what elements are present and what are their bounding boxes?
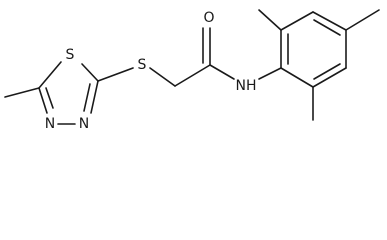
atom-nitrogen-ring-2: N [45, 116, 55, 132]
bond-c2-n3-double [83, 83, 91, 112]
bond-ring-b [280, 11, 314, 31]
atom-sulfur-ring: S [66, 47, 75, 63]
bond-ring-f [280, 67, 314, 88]
bond-s1-c2 [81, 63, 99, 82]
bond-n4-c5-double [45, 87, 54, 109]
bond-c2-s [97, 67, 134, 82]
bond-c5-s1 [38, 61, 62, 89]
atom-nitrogen-amide: NH [236, 78, 257, 94]
bond-carbonyl-n [209, 64, 235, 80]
bond-ring-e-double [313, 63, 341, 80]
bond-ring-c [312, 11, 347, 31]
atom-sulfur-thioether: S [138, 57, 147, 73]
bond-ring-c-double [313, 19, 341, 36]
bond-c2-n3 [90, 80, 99, 114]
bond-ortho-methyl-top [258, 9, 282, 31]
bond-n-aryl [258, 67, 282, 80]
atom-oxygen: O [203, 10, 214, 26]
bond-n4-c5 [38, 87, 48, 114]
bond-ch2-carbonyl [174, 64, 211, 87]
bond-para-methyl [345, 9, 380, 31]
atom-nitrogen-ring-1: N [79, 116, 89, 132]
chemical-structure: S S O NH N N [4, 9, 380, 132]
bond-ring-e [312, 67, 347, 88]
bond-methyl-thiadiazole [4, 87, 40, 98]
bond-s-ch2 [149, 67, 176, 87]
